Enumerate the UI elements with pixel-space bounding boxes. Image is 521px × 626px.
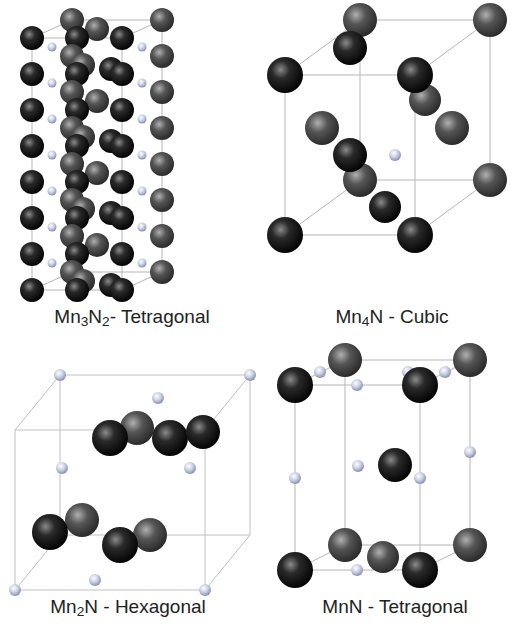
n-atom xyxy=(48,79,57,88)
mn-atom xyxy=(110,278,134,302)
mn-atom xyxy=(150,116,174,140)
n-atom xyxy=(48,43,57,52)
n-atom xyxy=(138,79,147,88)
n-atom xyxy=(48,151,57,160)
mn-atom xyxy=(150,188,174,212)
n-atom xyxy=(48,115,57,124)
mn-atom xyxy=(20,62,44,86)
n-atom xyxy=(138,187,147,196)
n-atom xyxy=(138,151,147,160)
mn-atom xyxy=(150,80,174,104)
structure-label: MnN - Tetragonal xyxy=(322,596,467,619)
n-atom xyxy=(48,187,57,196)
structure-label: Mn4N - Cubic xyxy=(335,306,448,329)
mn-atom xyxy=(110,62,134,86)
mn3n2-cell xyxy=(20,8,174,302)
n-atom xyxy=(138,259,147,268)
mn-atom xyxy=(150,224,174,248)
mn-atom xyxy=(110,206,134,230)
n-atom xyxy=(48,259,57,268)
n-atom xyxy=(138,43,147,52)
mn-atom xyxy=(150,44,174,68)
mn-atom xyxy=(150,260,174,284)
mn-atom xyxy=(110,242,134,266)
n-atom xyxy=(138,115,147,124)
mn4n-cell xyxy=(267,3,507,253)
mnn-cell xyxy=(277,343,487,588)
mn-atom xyxy=(20,98,44,122)
mn-atom xyxy=(110,98,134,122)
n-atom xyxy=(48,223,57,232)
mn2n-cell xyxy=(9,369,256,596)
mn-atom xyxy=(65,278,89,302)
mn-atom xyxy=(20,206,44,230)
cell-edge xyxy=(32,272,162,290)
n-atom xyxy=(138,223,147,232)
mn-atom xyxy=(20,134,44,158)
structure-label: Mn3N2- Tetragonal xyxy=(54,306,209,329)
mn-atom xyxy=(150,152,174,176)
mn-atom xyxy=(20,170,44,194)
mn-atom xyxy=(20,278,44,302)
mn-atom xyxy=(20,242,44,266)
mn-atom xyxy=(20,26,44,50)
mn-atom xyxy=(150,8,174,32)
structure-label: Mn2N - Hexagonal xyxy=(50,596,205,619)
mn-atom xyxy=(110,170,134,194)
mn-atom xyxy=(110,26,134,50)
mn-atom xyxy=(110,134,134,158)
